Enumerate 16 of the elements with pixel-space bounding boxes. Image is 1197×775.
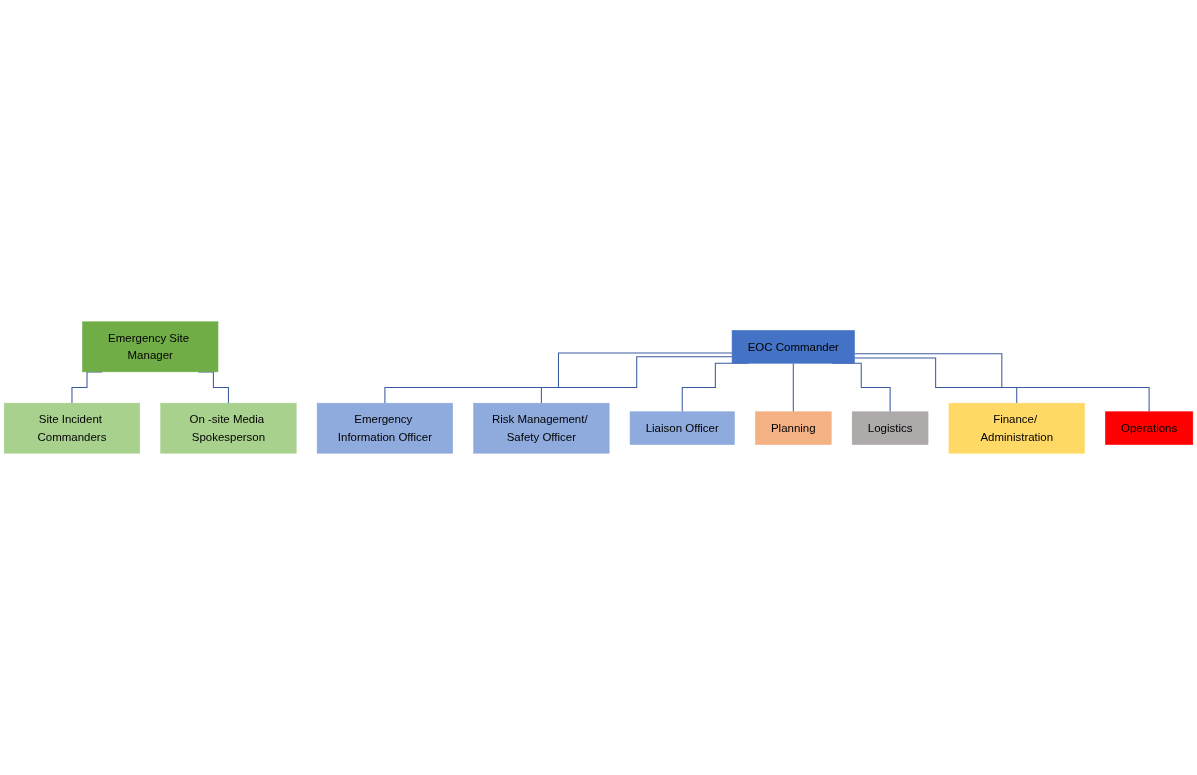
- node-box: Planning: [755, 411, 832, 445]
- node-box: Emergency Site Manager: [82, 321, 219, 373]
- node-box: Finance/ Administration: [948, 402, 1085, 454]
- connector: [384, 352, 733, 404]
- connector: [792, 362, 794, 413]
- node-box: Liaison Officer: [629, 411, 735, 445]
- connector: [854, 357, 1018, 404]
- node-box: Risk Management/ Safety Officer: [473, 402, 610, 454]
- node-box: Logistics: [851, 411, 929, 445]
- node-box: Emergency Information Officer: [316, 402, 453, 454]
- node-box: Operations: [1105, 411, 1194, 445]
- node-box: On -site Media Spokesperson: [160, 402, 297, 454]
- node-box: EOC Commander: [731, 330, 855, 364]
- node-box: Site Incident Commanders: [3, 402, 141, 454]
- connector: [854, 353, 1150, 413]
- connector: [540, 356, 733, 404]
